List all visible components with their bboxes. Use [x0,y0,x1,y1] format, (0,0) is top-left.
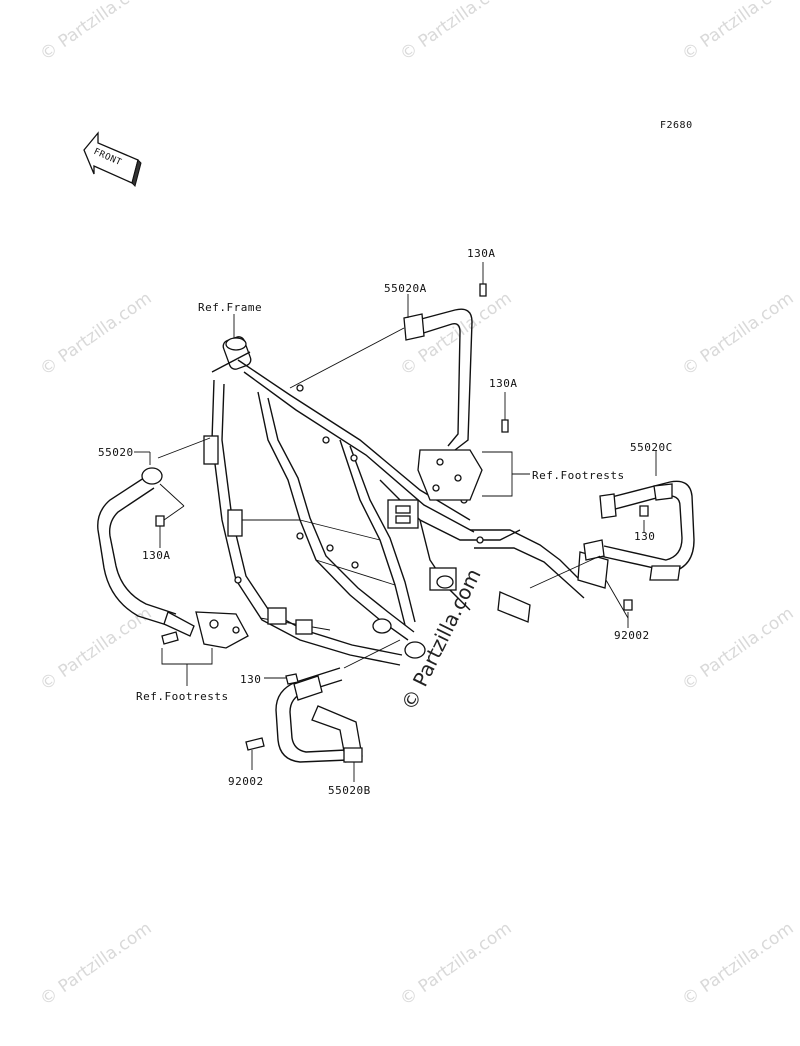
label-ref-frame: Ref.Frame [198,301,263,314]
diagram-code: F2680 [660,120,693,131]
label-130A-top: 130A [467,247,496,260]
label-130-left: 130 [240,673,262,686]
leader-lines [134,262,657,782]
label-130A-left: 130A [142,549,171,562]
label-55020: 55020 [98,446,134,459]
guard-55020 [97,467,249,649]
guard-55020C [583,480,695,581]
label-55020A: 55020A [384,282,427,295]
guard-55020A [403,308,483,501]
front-arrow-icon [83,131,142,187]
label-92002-left: 92002 [228,775,264,788]
label-ref-footrests-right: Ref.Footrests [532,469,625,482]
label-130-right: 130 [634,530,656,543]
label-ref-footrests-left: Ref.Footrests [136,690,229,703]
label-92002-right: 92002 [614,629,650,642]
label-55020C: 55020C [630,441,673,454]
label-130A-mid: 130A [489,377,518,390]
bolts [155,283,649,751]
guard-55020B [275,667,363,763]
label-55020B: 55020B [328,784,371,797]
frame-drawing [203,336,609,666]
